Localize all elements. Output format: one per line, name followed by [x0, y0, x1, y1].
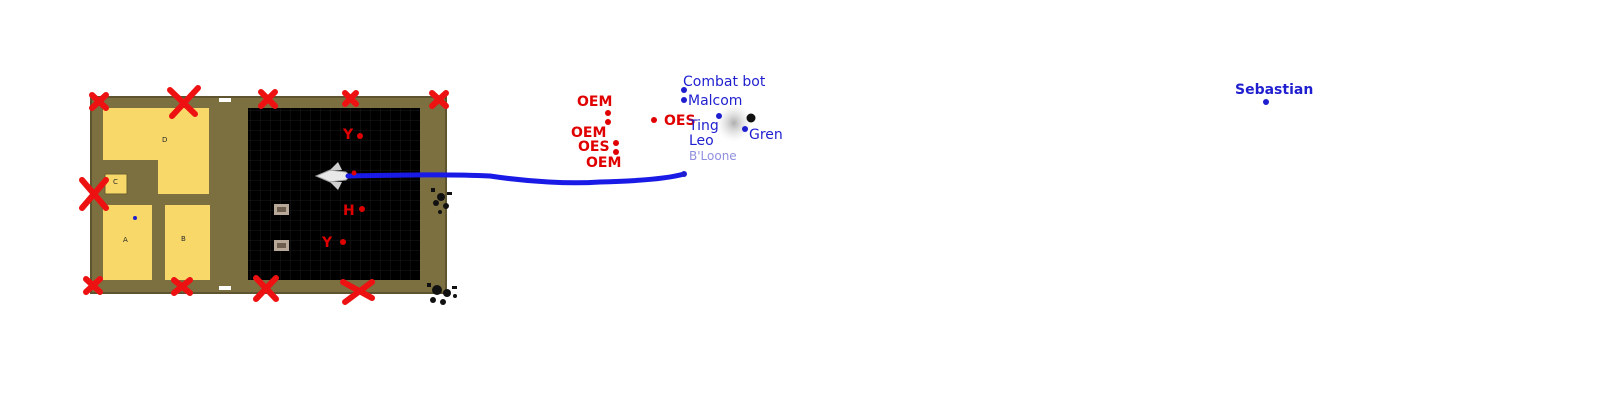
ally-unit[interactable] — [681, 87, 687, 93]
system-dot[interactable] — [340, 239, 346, 245]
system-dot[interactable] — [357, 133, 363, 139]
hostile-unit[interactable] — [651, 117, 657, 123]
room-a[interactable] — [103, 205, 152, 280]
damage-marker-icon — [79, 85, 449, 305]
system-label: H — [343, 203, 355, 219]
room-d[interactable] — [103, 108, 209, 194]
hostile-label[interactable]: OES — [664, 113, 696, 129]
ally-unit[interactable] — [742, 126, 748, 132]
hostile-unit[interactable] — [605, 110, 611, 116]
debris-icon — [746, 113, 756, 123]
hostile-label[interactable]: OEM — [586, 155, 622, 171]
smoke-cloud — [716, 104, 752, 142]
room-b[interactable] — [165, 205, 210, 280]
ally-unit[interactable] — [1263, 99, 1269, 105]
ally-label[interactable]: Sebastian — [1235, 82, 1314, 98]
room-label-b: B — [181, 235, 186, 243]
hostile-unit[interactable] — [613, 149, 619, 155]
ally-label[interactable]: B'Loone — [689, 149, 737, 163]
ally-label[interactable]: Gren — [749, 127, 783, 143]
ally-label[interactable]: Leo — [689, 133, 714, 149]
room-label-d: D — [162, 136, 168, 144]
debris-icon — [431, 188, 452, 214]
bridge-bay[interactable] — [248, 108, 420, 280]
ally-unit[interactable] — [681, 97, 687, 103]
room-label-a: A — [123, 236, 128, 244]
ally-unit[interactable] — [716, 113, 722, 119]
door-marker — [219, 286, 231, 290]
room-label-c: C — [113, 178, 118, 186]
system-label: Y — [343, 127, 354, 143]
system-label: Y — [322, 235, 333, 251]
crew-dot[interactable] — [133, 216, 137, 220]
system-dot[interactable] — [359, 206, 365, 212]
debris-icon — [427, 283, 457, 305]
door-marker — [219, 98, 231, 102]
movement-path — [345, 171, 687, 186]
ally-label[interactable]: Combat bot — [683, 74, 766, 90]
ally-unit[interactable] — [681, 171, 687, 177]
crate-icon[interactable] — [274, 240, 289, 251]
hostile-unit[interactable] — [605, 119, 611, 125]
ship-icon[interactable] — [314, 162, 351, 190]
hostile-label[interactable]: OES — [578, 139, 610, 155]
hostile-label[interactable]: OEM — [571, 125, 607, 141]
hostile-label[interactable]: OEM — [577, 94, 613, 110]
crate-icon[interactable] — [274, 204, 289, 215]
ally-label[interactable]: Ting — [689, 118, 719, 134]
system-dot[interactable] — [351, 170, 357, 176]
ally-label[interactable]: Malcom — [688, 93, 743, 109]
hostile-unit[interactable] — [613, 140, 619, 146]
